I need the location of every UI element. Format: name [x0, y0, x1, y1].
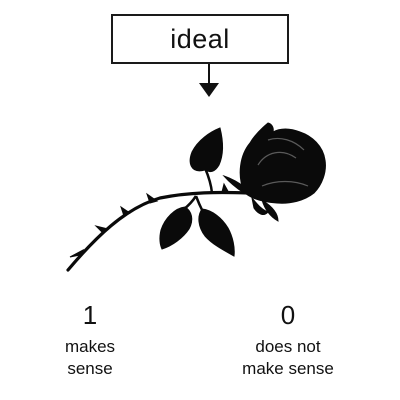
scale-left: 1 makes sense	[52, 300, 128, 380]
rose-petal-outline	[257, 137, 309, 187]
ideal-label: ideal	[170, 23, 230, 54]
ideal-label-box: ideal	[111, 14, 289, 64]
scale-left-text: makes sense	[52, 336, 128, 380]
scale-left-line: sense	[67, 359, 113, 378]
scale-right-value: 0	[280, 300, 296, 330]
rose-icon	[66, 122, 326, 272]
scale-right-text: does not make sense	[226, 336, 350, 380]
scale-left-value: 1	[82, 300, 98, 330]
scale-right-line: make sense	[242, 359, 334, 378]
down-arrow-icon	[199, 64, 219, 97]
scale-right-line: does not	[255, 337, 321, 356]
scale-left-line: makes	[64, 337, 116, 356]
scale-right: 0 does not make sense	[226, 300, 350, 380]
